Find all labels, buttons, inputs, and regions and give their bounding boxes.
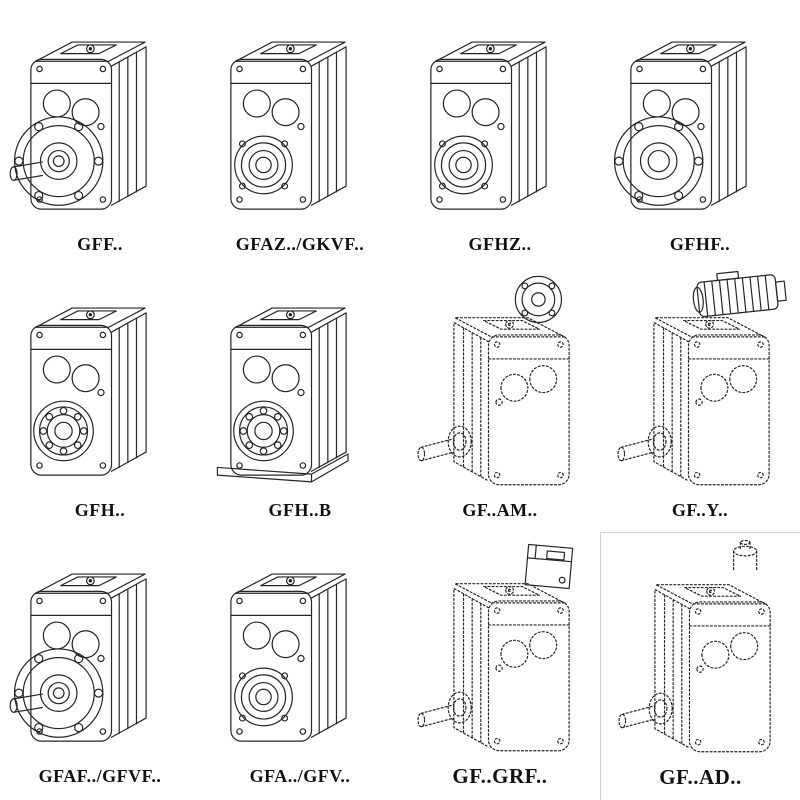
gearbox-body xyxy=(30,307,147,476)
motor-icon xyxy=(690,270,788,319)
gearbox-body xyxy=(9,573,147,742)
catalog-cell-gfh-b: GFH..B xyxy=(200,266,400,532)
model-label: GF..AM.. xyxy=(462,499,538,520)
catalog-cell-gf-ad: GF..AD.. xyxy=(600,532,800,800)
model-label: GFAF../GFVF.. xyxy=(38,765,162,786)
model-label: GFA../GFV.. xyxy=(249,765,351,786)
model-label: GFH..B xyxy=(268,499,332,520)
input-cover-box-icon xyxy=(524,543,574,590)
catalog-cell-gff: GFF.. xyxy=(0,0,200,266)
gearbox-drawing-hollow-shaft-icon xyxy=(430,41,547,210)
gearbox-drawing-bearing-face-icon xyxy=(230,573,347,742)
catalog-cell-gfaz-gkvf: GFAZ../GKVF.. xyxy=(200,0,400,266)
gearbox-body xyxy=(613,41,747,210)
gearbox-drawing-cover-box-icon xyxy=(417,543,574,760)
gearbox-body xyxy=(216,307,349,483)
input-flange-adapter-icon xyxy=(514,275,563,324)
gearbox-phantom-body xyxy=(417,584,569,751)
model-label: GFAZ../GKVF.. xyxy=(235,233,365,254)
catalog-cell-gf-am: GF..AM.. xyxy=(400,266,600,532)
model-label: GFHZ.. xyxy=(468,233,532,254)
catalog-cell-gfhz: GFHZ.. xyxy=(400,0,600,266)
gearbox-drawing-bearing-base-icon xyxy=(216,307,349,483)
catalog-cell-gfaf-gfvf: GFAF../GFVF.. xyxy=(0,532,200,800)
gearbox-drawing-hollow-flange-icon xyxy=(613,41,747,210)
gearbox-phantom-body xyxy=(417,318,569,485)
model-label: GF..AD.. xyxy=(659,764,742,789)
gearbox-phantom-body xyxy=(617,318,769,485)
gearbox-body xyxy=(230,41,347,210)
gearbox-phantom-body xyxy=(617,585,770,752)
gearbox-body xyxy=(9,41,147,210)
model-label: GF..GRF.. xyxy=(452,763,548,788)
model-label: GF..Y.. xyxy=(671,499,729,520)
catalog-cell-gfhf: GFHF.. xyxy=(600,0,800,266)
gearbox-drawing-bearing-icon xyxy=(30,307,147,476)
catalog-cell-gf-grf: GF..GRF.. xyxy=(400,532,600,800)
input-shaft-adapter-icon xyxy=(732,539,757,571)
catalog-cell-gfh: GFH.. xyxy=(0,266,200,532)
model-label: GFH.. xyxy=(74,499,126,520)
gearbox-drawing-output-flange-icon xyxy=(9,41,147,210)
model-label: GFHF.. xyxy=(669,233,731,254)
gearbox-drawing-motor-mounted-icon xyxy=(617,270,788,494)
gearbox-body xyxy=(230,573,347,742)
gearbox-drawing-shaft-adapter-icon xyxy=(617,539,797,761)
gearbox-drawing-bearing-face-icon xyxy=(230,41,347,210)
catalog-cell-gf-y: GF..Y.. xyxy=(600,266,800,532)
catalog-cell-gfa-gfv: GFA../GFV.. xyxy=(200,532,400,800)
gearbox-drawing-flange-adapter-icon xyxy=(417,275,596,494)
gearbox-body xyxy=(430,41,547,210)
gearbox-drawing-output-flange-icon xyxy=(9,573,147,742)
model-label: GFF.. xyxy=(77,233,123,254)
